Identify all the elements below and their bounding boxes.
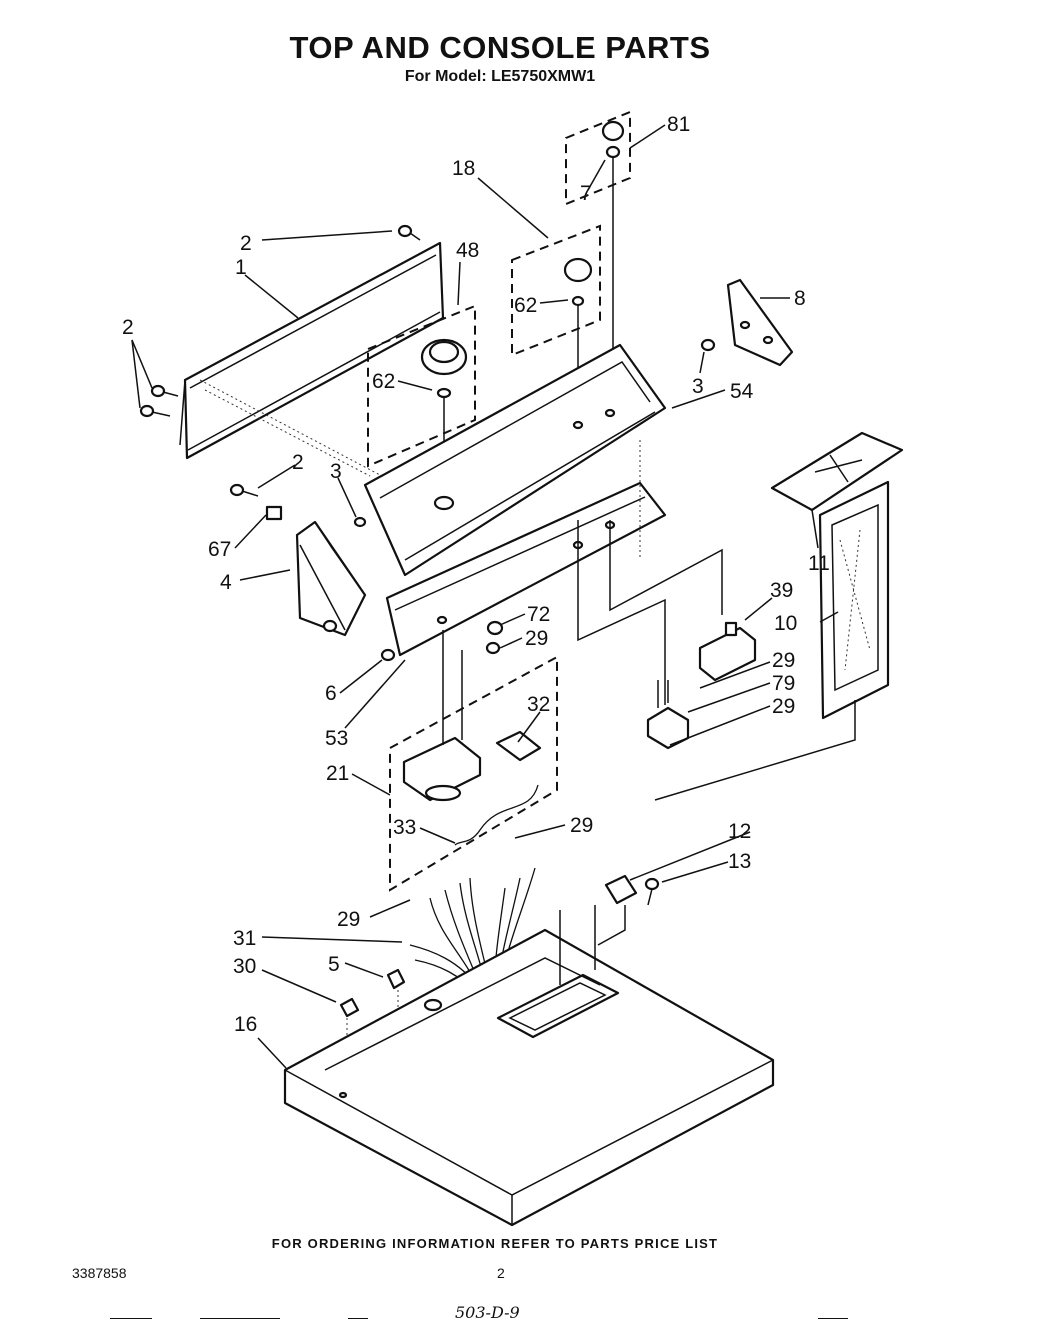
callout-7: 7 [580,182,592,205]
callout-5: 5 [328,953,340,976]
callout-29: 29 [570,814,593,837]
callout-8: 8 [794,287,806,310]
callout-21: 21 [326,762,349,785]
part-2-screws [139,224,421,497]
callout-72: 72 [527,603,550,626]
callout-labels: 2 1 2 48 62 18 62 7 81 8 3 54 2 3 67 4 6… [122,113,830,1036]
callout-12: 12 [728,820,751,843]
callout-10: 10 [774,612,797,635]
footer-rule [200,1318,280,1319]
callout-6: 6 [325,682,337,705]
handwritten-code: 503-D-9 [455,1303,520,1322]
callout-54: 54 [730,380,754,403]
clips-and-fasteners [339,874,660,1095]
page-title: TOP AND CONSOLE PARTS [289,30,711,65]
motor-group-21 [389,630,558,892]
callout-53: 53 [325,727,348,750]
callout-11: 11 [808,552,830,575]
knob-group-48 [367,304,476,490]
callout-13: 13 [728,850,751,873]
part-10-lint-filter [818,480,890,720]
callout-32: 32 [527,693,550,716]
callout-48: 48 [456,239,479,262]
part-8-bracket [726,278,794,367]
callout-29: 29 [772,649,795,672]
document-number: 3387858 [72,1265,127,1281]
callout-79: 79 [772,672,795,695]
callout-67: 67 [208,538,231,561]
callout-4: 4 [220,571,232,594]
callout-62: 62 [514,294,537,317]
callout-31: 31 [233,927,256,950]
callout-81: 81 [667,113,690,136]
callout-2: 2 [240,232,252,255]
callout-39: 39 [770,579,793,602]
callout-30: 30 [233,955,256,978]
part-53-lower-channel [385,440,667,657]
page-number: 2 [497,1265,505,1281]
part-79-component [646,680,690,750]
callout-1: 1 [235,256,247,279]
ordering-note: FOR ORDERING INFORMATION REFER TO PARTS … [271,1236,719,1251]
leader-lines [131,124,839,1069]
part-54-console-channel [363,343,667,577]
callout-3: 3 [330,460,342,483]
callout-33: 33 [393,816,416,839]
callout-29: 29 [772,695,795,718]
model-subtitle: For Model: LE5750XMW1 [404,68,596,85]
small-fasteners [265,338,716,662]
part-4-end-cap [295,520,367,637]
callout-2: 2 [122,316,134,339]
part-11-filter-cover [770,431,904,512]
callout-18: 18 [452,157,475,180]
footer-rule [348,1318,368,1319]
callout-29: 29 [337,908,360,931]
part-16-top-panel [283,905,775,1227]
callout-62: 62 [372,370,395,393]
part-1-rear-panel [179,241,445,476]
callout-29: 29 [525,627,548,650]
callout-16: 16 [234,1013,257,1036]
connector-lines [204,389,856,801]
callout-2: 2 [292,451,304,474]
footer-rule [818,1318,848,1319]
callout-3: 3 [692,375,704,398]
footer-rule [110,1318,152,1319]
part-39-switch [698,621,757,682]
